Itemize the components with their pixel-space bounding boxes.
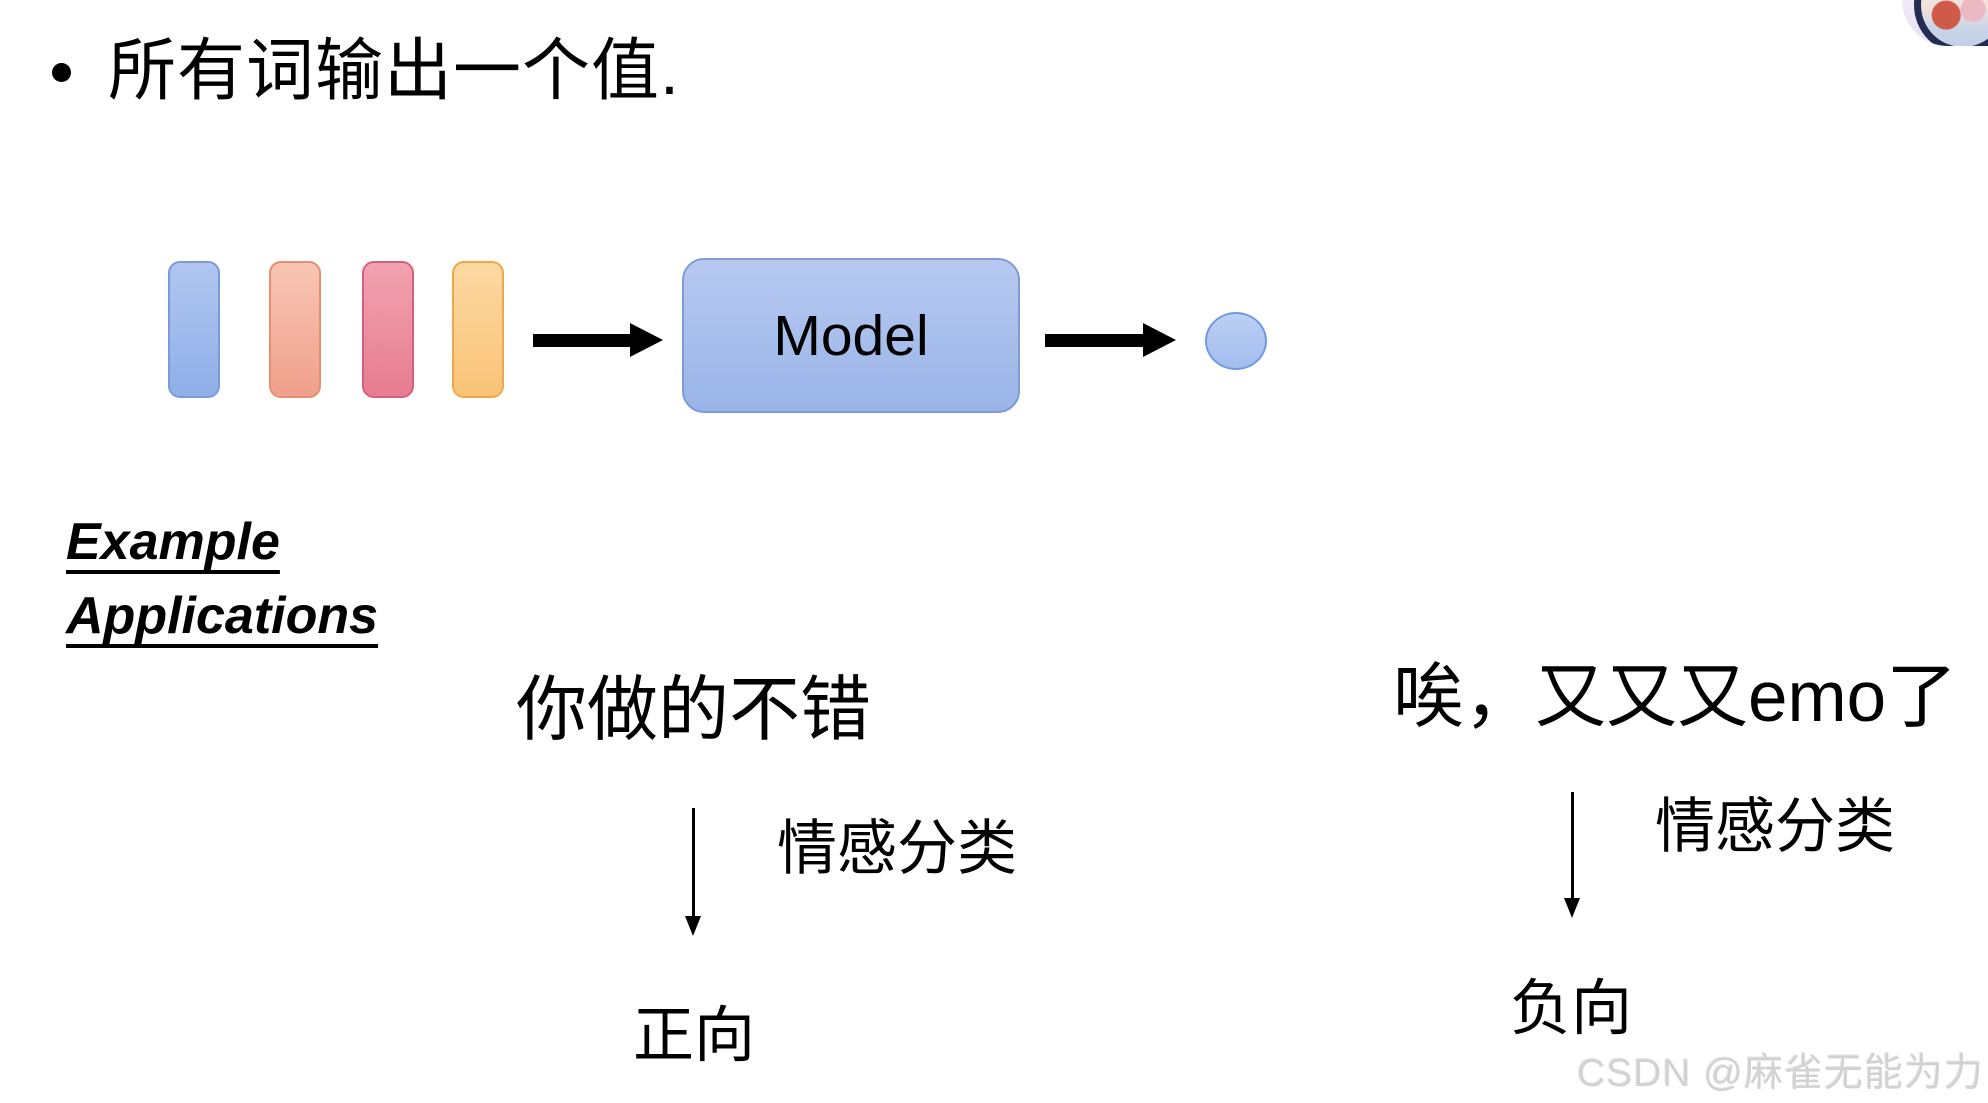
classification-label-left: 情感分类	[777, 815, 1017, 882]
bullet-dot-icon	[52, 63, 71, 82]
token-bar-4	[452, 261, 504, 398]
bullet-text: 所有词输出一个值.	[108, 33, 680, 109]
heading-line-1: Example	[66, 513, 280, 571]
arrow-shaft	[692, 808, 695, 916]
arrow-right-icon	[533, 323, 663, 357]
avatar-badge	[1902, 0, 1988, 46]
example-sentence-positive: 你做的不错	[516, 671, 872, 750]
arrow-down-icon	[1564, 792, 1580, 918]
example-sentence-negative: 唉，又又又emo了	[1393, 658, 1958, 737]
arrow-shaft	[533, 334, 631, 347]
token-bar-3	[362, 261, 414, 398]
arrow-head	[1564, 898, 1580, 918]
model-label: Model	[773, 303, 929, 368]
arrow-head	[1143, 323, 1176, 357]
output-circle	[1205, 312, 1267, 370]
arrow-head	[630, 323, 663, 357]
arrow-head	[685, 916, 701, 936]
token-bar-2	[269, 261, 321, 398]
arrow-shaft	[1571, 792, 1574, 898]
arrow-shaft	[1045, 334, 1144, 347]
result-label-positive: 正向	[633, 1001, 756, 1069]
avatar	[1914, 0, 1988, 46]
arrow-right-icon	[1045, 323, 1176, 357]
example-applications-heading: Example Applications	[66, 505, 378, 653]
watermark-text: CSDN @麻雀无能为力	[1577, 1052, 1984, 1095]
result-label-negative: 负向	[1510, 974, 1633, 1042]
heading-line-2: Applications	[66, 587, 379, 645]
arrow-down-icon	[685, 808, 701, 936]
token-bar-1	[168, 261, 220, 398]
classification-label-right: 情感分类	[1655, 793, 1895, 860]
model-box: Model	[682, 258, 1020, 413]
